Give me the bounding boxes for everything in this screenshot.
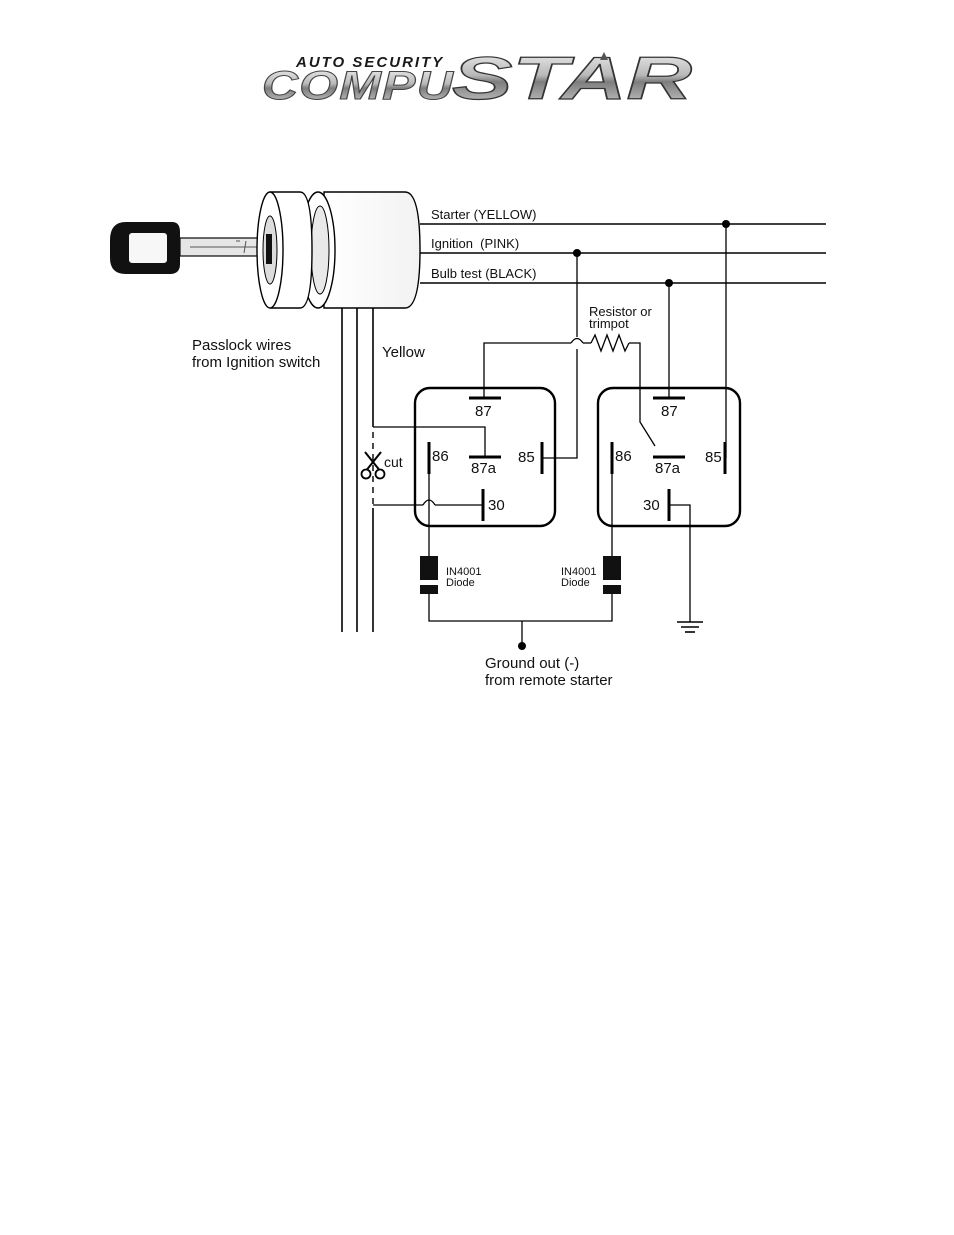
- keyhole-icon: [266, 234, 272, 264]
- diode-2-label-line2: Diode: [561, 577, 590, 589]
- diode-2: IN4001 Diode: [561, 556, 621, 594]
- relay-2-pin-86: 86: [615, 448, 632, 465]
- ignition-wire-label: Ignition (PINK): [431, 236, 519, 251]
- logo-word-compu: COMPU: [262, 64, 454, 108]
- passlock-label-line1: Passlock wires: [192, 337, 291, 354]
- logo-word-star: STAR: [452, 45, 692, 112]
- cut-label: cut: [384, 454, 403, 470]
- main-wires: Starter (YELLOW) Ignition (PINK) Bulb te…: [420, 207, 826, 287]
- chassis-ground-icon: [677, 622, 703, 632]
- starter-wire-label: Starter (YELLOW): [431, 207, 536, 222]
- ignition-key: [110, 222, 270, 274]
- diode-1-icon: [420, 556, 438, 594]
- resistor-label-line2: trimpot: [589, 316, 629, 331]
- relay-2-pin-87a: 87a: [655, 460, 681, 477]
- relay-2-pin-85: 85: [705, 449, 722, 466]
- ground-label-line2: from remote starter: [485, 672, 613, 689]
- passlock-label-line2: from Ignition switch: [192, 354, 320, 371]
- relay-2-pin-30: 30: [643, 497, 660, 514]
- relay-1-pin-87: 87: [475, 403, 492, 420]
- diode-1-label-line2: Diode: [446, 577, 475, 589]
- bulb-test-wire-label: Bulb test (BLACK): [431, 266, 537, 281]
- ground-out: Ground out (-) from remote starter: [429, 594, 613, 689]
- ground-label-line1: Ground out (-): [485, 655, 579, 672]
- compustar-logo: AUTO SECURITY COMPU STAR: [262, 45, 692, 112]
- relay-1-pin-30: 30: [488, 497, 505, 514]
- yellow-label: Yellow: [382, 344, 425, 361]
- ground-out-terminal: [518, 642, 526, 650]
- relay-2-pin-87: 87: [661, 403, 678, 420]
- resistor-icon: [591, 335, 629, 351]
- diode-2-icon: [603, 556, 621, 594]
- ignition-switch: [257, 192, 420, 308]
- passlock-wires: Passlock wires from Ignition switch Yell…: [192, 308, 425, 632]
- relay-1-pin-86: 86: [432, 448, 449, 465]
- relay-1-pin-87a: 87a: [471, 460, 497, 477]
- relay-1-pin-85: 85: [518, 449, 535, 466]
- diode-1: IN4001 Diode: [420, 556, 481, 594]
